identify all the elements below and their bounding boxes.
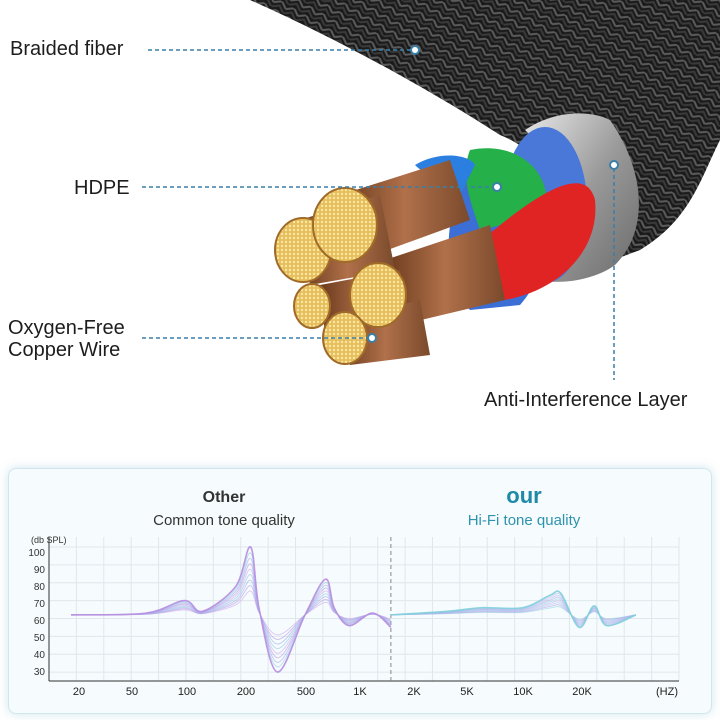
x-tick-label: 5K [460, 686, 474, 698]
callout-anti-interference: Anti-Interference Layer [484, 389, 688, 411]
callout-leaders [142, 49, 615, 380]
wave-ribbon-line [70, 558, 392, 663]
y-tick-label: 50 [33, 633, 45, 644]
y-tick-label: 40 [33, 650, 45, 661]
wave-ribbon-line [70, 579, 392, 645]
x-tick-label: 2K [407, 686, 421, 698]
wave-ribbon-line [70, 574, 392, 650]
wave-ribbon-line [70, 568, 392, 654]
our-subtitle: Hi-Fi tone quality [467, 512, 581, 529]
wave-ribbon-line [390, 600, 636, 623]
x-unit-label: (HZ) [656, 686, 678, 698]
x-tick-label: 1K [353, 686, 367, 698]
callout-hdpe: HDPE [74, 177, 130, 199]
y-tick-label: 60 [33, 616, 45, 627]
y-tick-label: 100 [28, 548, 45, 559]
x-tick-label: 10K [513, 686, 533, 698]
callout-copper-wire: Oxygen-Free Copper Wire [8, 317, 125, 361]
wave-ribbon-line [70, 563, 392, 659]
copper-conductors [274, 160, 505, 365]
y-tick-label: 70 [33, 599, 45, 610]
wave-ribbon-line [70, 585, 392, 640]
x-tick-label: 20 [72, 686, 86, 698]
other-title: Other [202, 489, 246, 506]
wave-ribbon-line [70, 590, 392, 636]
x-tick-label: 200 [236, 686, 256, 698]
series-our-line [390, 590, 637, 629]
wave-ribbon-line [70, 547, 392, 672]
other-subtitle: Common tone quality [153, 512, 295, 529]
y-tick-label: 30 [33, 667, 45, 678]
x-tick-label: 20K [572, 686, 592, 698]
wave-ribbon-line [70, 552, 392, 668]
callout-braided-fiber: Braided fiber [10, 38, 124, 60]
frequency-response-panel: Other Common tone quality our Hi-Fi tone… [8, 468, 712, 714]
cable-illustration [142, 0, 720, 380]
callout-dots [367, 45, 619, 343]
y-tick-label: 90 [33, 565, 45, 576]
x-tick-label: 50 [125, 686, 139, 698]
our-title: our [506, 483, 542, 508]
frequency-plot [48, 537, 680, 682]
x-tick-label: 500 [296, 686, 316, 698]
x-tick-label: 100 [177, 686, 197, 698]
y-tick-label: 80 [33, 582, 45, 593]
series-other-line [70, 546, 392, 673]
